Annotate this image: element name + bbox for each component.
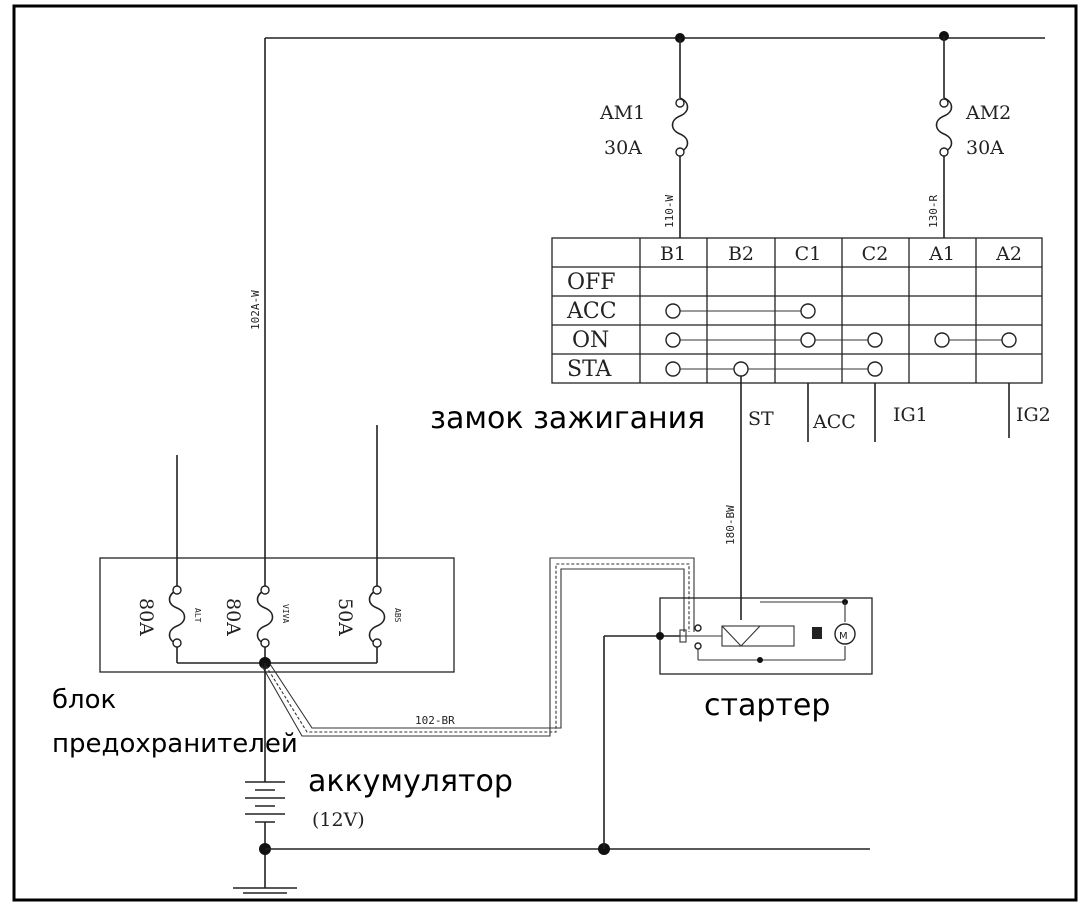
switch-row-on: ON xyxy=(572,328,609,353)
fuse-block xyxy=(99,425,455,673)
fuse-block-label-line2: предохранителей xyxy=(52,729,298,759)
wire-label-starter-feed: 180-BW xyxy=(724,505,737,545)
output-st-label: ST xyxy=(748,408,774,430)
switch-row-off: OFF xyxy=(567,270,616,295)
ground-bus xyxy=(265,635,870,855)
switch-col-b2: B2 xyxy=(728,243,754,265)
outer-frame xyxy=(12,4,1078,902)
battery-voltage: (12V) xyxy=(312,809,365,831)
block-fuse-2-rating: 80A xyxy=(222,598,244,636)
switch-col-c1: C1 xyxy=(795,243,822,265)
output-ig2-label: IG2 xyxy=(1016,404,1051,426)
ignition-switch-label: замок зажигания xyxy=(430,401,705,436)
switch-row-acc: ACC xyxy=(566,299,617,324)
switch-row-sta: STA xyxy=(567,357,613,382)
switch-col-a2: A2 xyxy=(995,243,1022,265)
block-fuse-1-name: ALT xyxy=(193,608,202,623)
battery-link-cable xyxy=(261,557,695,737)
fuse-am1-rating: 30A xyxy=(604,137,642,159)
block-fuse-2-name: VIVA xyxy=(281,604,290,623)
starter-symbol: M xyxy=(656,597,873,675)
block-fuse-3-name: ABS xyxy=(393,608,402,623)
fuse-am1-name: AM1 xyxy=(599,102,645,124)
top-bus xyxy=(264,31,1045,590)
switch-on-connection xyxy=(665,332,1017,348)
wire-label-battery-link: 102-BR xyxy=(415,714,455,727)
fuse-am2 xyxy=(935,36,953,238)
svg-text:M: M xyxy=(839,631,848,642)
output-acc-label: ACC xyxy=(812,411,856,433)
wire-label-am1: 110-W xyxy=(663,195,676,228)
output-ig1-label: IG1 xyxy=(893,404,928,426)
switch-acc-connection xyxy=(665,303,816,319)
ground-symbol xyxy=(233,887,297,894)
wire-label-main-feed: 102A-W xyxy=(249,290,262,330)
fuse-am1 xyxy=(671,38,689,238)
switch-sta-connection xyxy=(665,361,883,377)
fuse-block-label-line1: блок xyxy=(52,685,116,715)
switch-col-c2: C2 xyxy=(862,243,889,265)
wire-label-am2: 130-R xyxy=(927,195,940,228)
block-fuse-3-rating: 50A xyxy=(334,598,356,636)
fuse-am2-name: AM2 xyxy=(965,102,1011,124)
switch-output-leads xyxy=(740,376,1010,600)
starter-label: стартер xyxy=(704,688,830,723)
switch-col-b1: B1 xyxy=(660,243,686,265)
block-fuse-1-rating: 80A xyxy=(135,598,157,636)
battery-label: аккумулятор xyxy=(308,764,513,799)
switch-col-a1: A1 xyxy=(928,243,955,265)
fuse-am2-rating: 30A xyxy=(966,137,1004,159)
